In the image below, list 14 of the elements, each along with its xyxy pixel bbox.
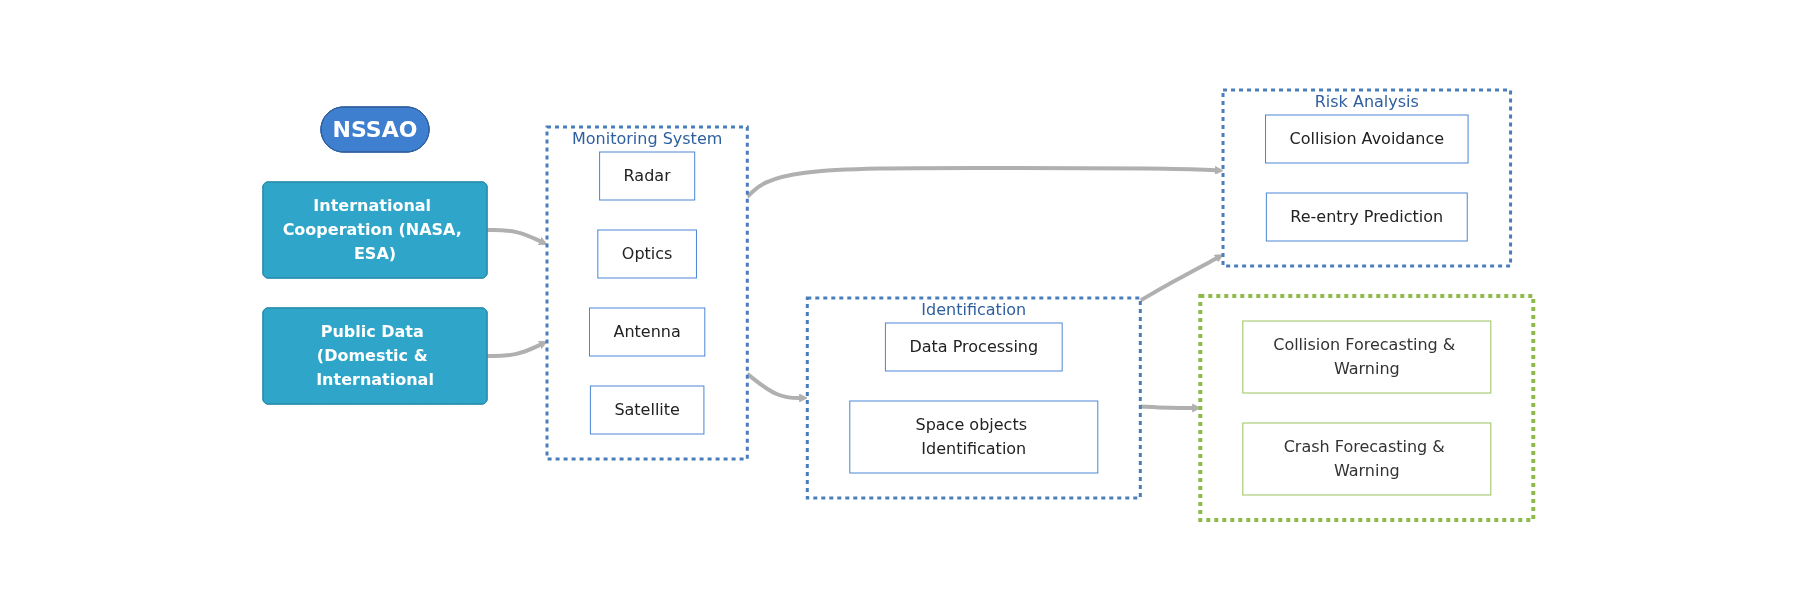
node-box: Crash Forecasting & Warning <box>1242 422 1492 496</box>
node-box: Space objects Identification <box>849 400 1099 474</box>
node-box: Satellite <box>590 385 705 435</box>
node-box: Antenna <box>589 307 706 357</box>
node-box: Collision Forecasting & Warning <box>1242 320 1492 394</box>
node-box: Data Processing <box>885 322 1063 372</box>
node-box: Re-entry Prediction <box>1266 192 1469 242</box>
node-box: Collision Avoidance <box>1265 114 1469 164</box>
arrow <box>487 340 548 358</box>
node-box: Optics <box>597 229 698 279</box>
cluster <box>1198 294 1536 522</box>
arrow <box>1139 254 1224 303</box>
node-box: Radar <box>599 151 696 201</box>
arrow <box>487 228 548 246</box>
